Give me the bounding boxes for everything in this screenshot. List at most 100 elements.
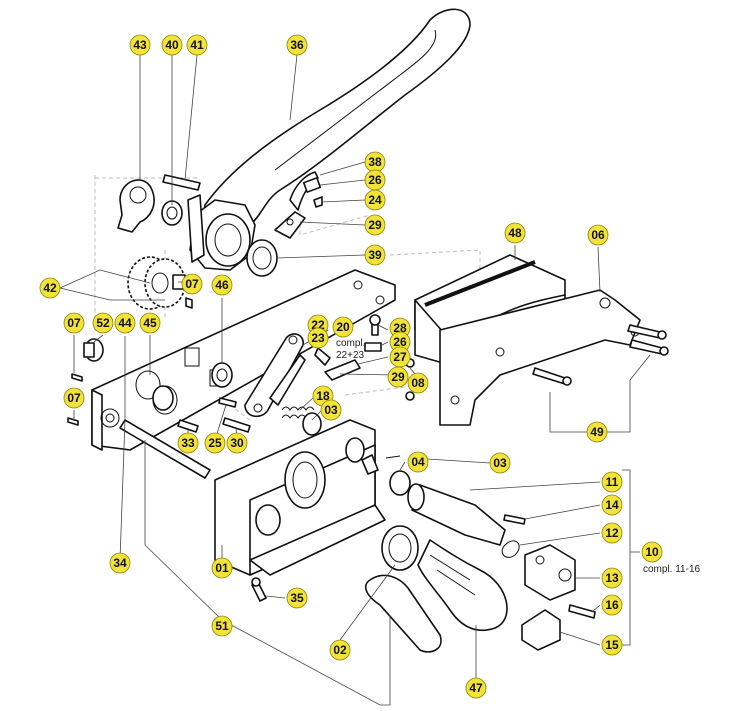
svg-text:36: 36 bbox=[290, 38, 304, 52]
svg-text:02: 02 bbox=[333, 643, 347, 657]
callout-46: 46 bbox=[211, 274, 233, 296]
svg-text:41: 41 bbox=[190, 38, 204, 52]
callout-36: 36 bbox=[286, 34, 308, 56]
callout-26: 26 bbox=[364, 169, 386, 191]
callout-29: 29 bbox=[364, 214, 386, 236]
svg-text:42: 42 bbox=[43, 281, 57, 295]
small-fasteners bbox=[314, 314, 415, 401]
bushing-04 bbox=[385, 455, 411, 496]
svg-text:18: 18 bbox=[316, 389, 330, 403]
callout-30: 30 bbox=[226, 432, 248, 454]
svg-text:35: 35 bbox=[290, 591, 304, 605]
svg-text:28: 28 bbox=[393, 321, 407, 335]
main-housing bbox=[214, 419, 386, 576]
callout-41: 41 bbox=[186, 34, 208, 56]
callout-06: 06 bbox=[587, 224, 609, 246]
svg-text:26: 26 bbox=[368, 173, 382, 187]
cam-part bbox=[117, 179, 155, 233]
svg-text:29: 29 bbox=[391, 370, 405, 384]
callout-11: 11 bbox=[601, 471, 623, 493]
svg-text:15: 15 bbox=[605, 638, 619, 652]
svg-text:10: 10 bbox=[645, 545, 659, 559]
svg-text:03: 03 bbox=[324, 403, 338, 417]
bolts-49 bbox=[532, 324, 669, 386]
svg-text:03: 03 bbox=[493, 456, 507, 470]
svg-text:04: 04 bbox=[411, 455, 425, 469]
svg-text:40: 40 bbox=[165, 38, 179, 52]
svg-text:08: 08 bbox=[411, 376, 425, 390]
callout-40: 40 bbox=[161, 34, 183, 56]
svg-text:11: 11 bbox=[606, 475, 619, 489]
svg-text:25: 25 bbox=[208, 436, 222, 450]
svg-text:12: 12 bbox=[605, 526, 619, 540]
svg-text:44: 44 bbox=[118, 316, 132, 330]
callout-48: 48 bbox=[504, 222, 526, 244]
handle-grip bbox=[364, 574, 442, 653]
callout-34: 34 bbox=[109, 552, 131, 574]
callout-45: 45 bbox=[139, 312, 161, 334]
svg-text:07: 07 bbox=[67, 316, 81, 330]
callout-51: 51 bbox=[211, 615, 233, 637]
callout-33: 33 bbox=[177, 432, 199, 454]
lever-handle bbox=[187, 8, 471, 271]
linkage-arm bbox=[244, 333, 306, 418]
callout-38: 38 bbox=[364, 151, 386, 173]
screw-35 bbox=[251, 577, 267, 602]
svg-text:45: 45 bbox=[143, 316, 157, 330]
svg-text:07: 07 bbox=[67, 391, 81, 405]
svg-text:27: 27 bbox=[393, 350, 407, 364]
callout-42: 42 bbox=[39, 277, 61, 299]
svg-text:52: 52 bbox=[96, 316, 110, 330]
svg-text:39: 39 bbox=[368, 248, 382, 262]
callout-52: 52 bbox=[92, 312, 114, 334]
svg-text:47: 47 bbox=[469, 681, 483, 695]
note-compl-11-16: compl. 11-16 bbox=[643, 564, 701, 575]
callout-14: 14 bbox=[601, 494, 623, 516]
callout-29: 29 bbox=[387, 366, 409, 388]
leader-lines bbox=[59, 54, 651, 706]
svg-text:30: 30 bbox=[230, 436, 244, 450]
callout-23: 23 bbox=[307, 327, 329, 349]
callout-10: 10 bbox=[641, 541, 663, 563]
callout-49: 49 bbox=[586, 421, 608, 443]
svg-text:23: 23 bbox=[311, 331, 325, 345]
callout-08: 08 bbox=[407, 372, 429, 394]
spring-18 bbox=[281, 406, 322, 436]
svg-text:07: 07 bbox=[185, 277, 199, 291]
callout-07: 07 bbox=[63, 387, 85, 409]
svg-text:51: 51 bbox=[215, 619, 229, 633]
svg-text:26: 26 bbox=[393, 335, 407, 349]
svg-text:13: 13 bbox=[605, 571, 619, 585]
callout-07: 07 bbox=[181, 273, 203, 295]
callout-07: 07 bbox=[63, 312, 85, 334]
ring-39 bbox=[246, 239, 278, 277]
svg-text:14: 14 bbox=[605, 498, 619, 512]
callout-01: 01 bbox=[211, 557, 233, 579]
note-compl-22-23-line2: 22+23 bbox=[336, 350, 365, 361]
ratchet-gear bbox=[127, 256, 186, 310]
svg-text:29: 29 bbox=[368, 218, 382, 232]
callout-20: 20 bbox=[332, 316, 354, 338]
shaft-11 bbox=[407, 483, 506, 546]
callout-03: 03 bbox=[489, 452, 511, 474]
svg-text:34: 34 bbox=[113, 556, 127, 570]
callout-15: 15 bbox=[601, 634, 623, 656]
note-compl-22-23-line1: compl. bbox=[336, 338, 365, 349]
callout-44: 44 bbox=[114, 312, 136, 334]
svg-text:01: 01 bbox=[215, 561, 229, 575]
svg-text:49: 49 bbox=[590, 425, 604, 439]
svg-text:46: 46 bbox=[215, 278, 229, 292]
pawl-assembly bbox=[274, 171, 323, 239]
svg-text:33: 33 bbox=[181, 436, 195, 450]
pins-and-shaft bbox=[119, 397, 251, 479]
svg-text:20: 20 bbox=[336, 320, 350, 334]
cutter-block bbox=[501, 514, 596, 651]
svg-text:48: 48 bbox=[508, 226, 522, 240]
callout-27: 27 bbox=[389, 346, 411, 368]
callout-25: 25 bbox=[204, 432, 226, 454]
callout-02: 02 bbox=[329, 639, 351, 661]
svg-text:06: 06 bbox=[591, 228, 605, 242]
callout-16: 16 bbox=[601, 594, 623, 616]
callout-35: 35 bbox=[286, 587, 308, 609]
